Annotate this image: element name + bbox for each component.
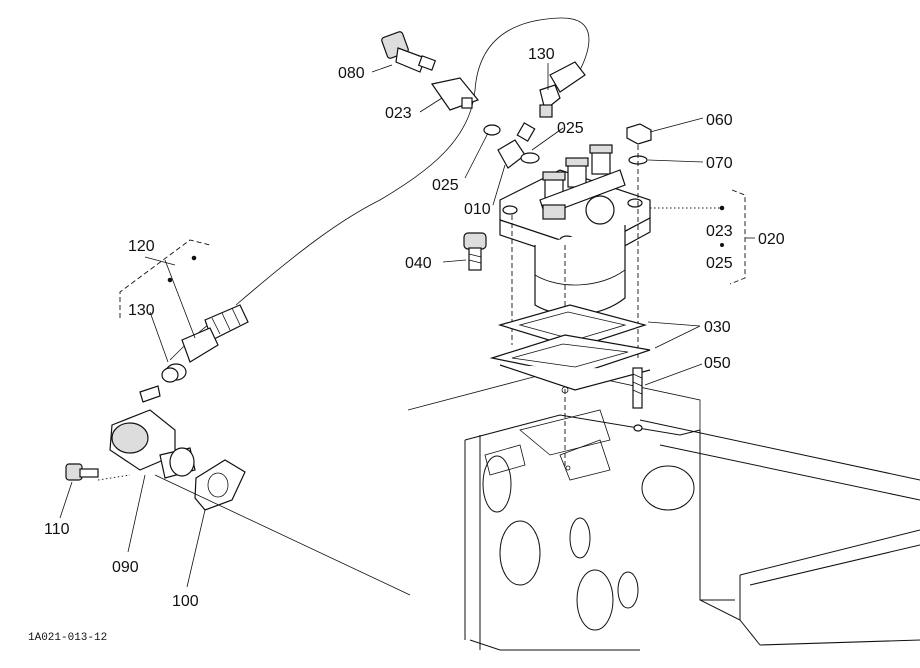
callout-025: 025 <box>432 177 459 194</box>
leader-lines <box>59 63 755 588</box>
stud-bolt <box>632 367 643 432</box>
nut <box>626 123 652 145</box>
drawing-code: 1A021-013-12 <box>28 632 107 644</box>
callout-025: 025 <box>706 255 733 272</box>
injection-pump <box>499 123 725 468</box>
callout-100: 100 <box>172 593 199 610</box>
banjo-bolt <box>463 232 487 271</box>
callout-110: 110 <box>44 521 70 538</box>
bracket-120 <box>119 239 211 318</box>
callout-060: 060 <box>706 112 733 129</box>
callout-023: 023 <box>385 105 412 122</box>
engine-block <box>407 369 920 651</box>
callout-labels: 080 023 130 025 025 010 060 070 023 025 … <box>28 46 785 644</box>
callout-050: 050 <box>704 355 731 372</box>
callout-080: 080 <box>338 65 365 82</box>
callout-030: 030 <box>704 319 731 336</box>
callout-120: 120 <box>128 238 155 255</box>
callout-130: 130 <box>528 46 555 63</box>
callout-023: 023 <box>706 223 733 240</box>
callout-010: 010 <box>464 201 491 218</box>
callout-020: 020 <box>758 231 785 248</box>
callout-040: 040 <box>405 255 432 272</box>
feed-pump-assembly <box>65 304 411 596</box>
upper-fittings <box>381 31 586 169</box>
callout-090: 090 <box>112 559 139 576</box>
delivery-valves <box>539 144 626 225</box>
callout-025: 025 <box>557 120 584 137</box>
bracket-020 <box>729 189 746 285</box>
callout-130: 130 <box>128 302 155 319</box>
gaskets <box>489 304 651 471</box>
callout-070: 070 <box>706 155 733 172</box>
